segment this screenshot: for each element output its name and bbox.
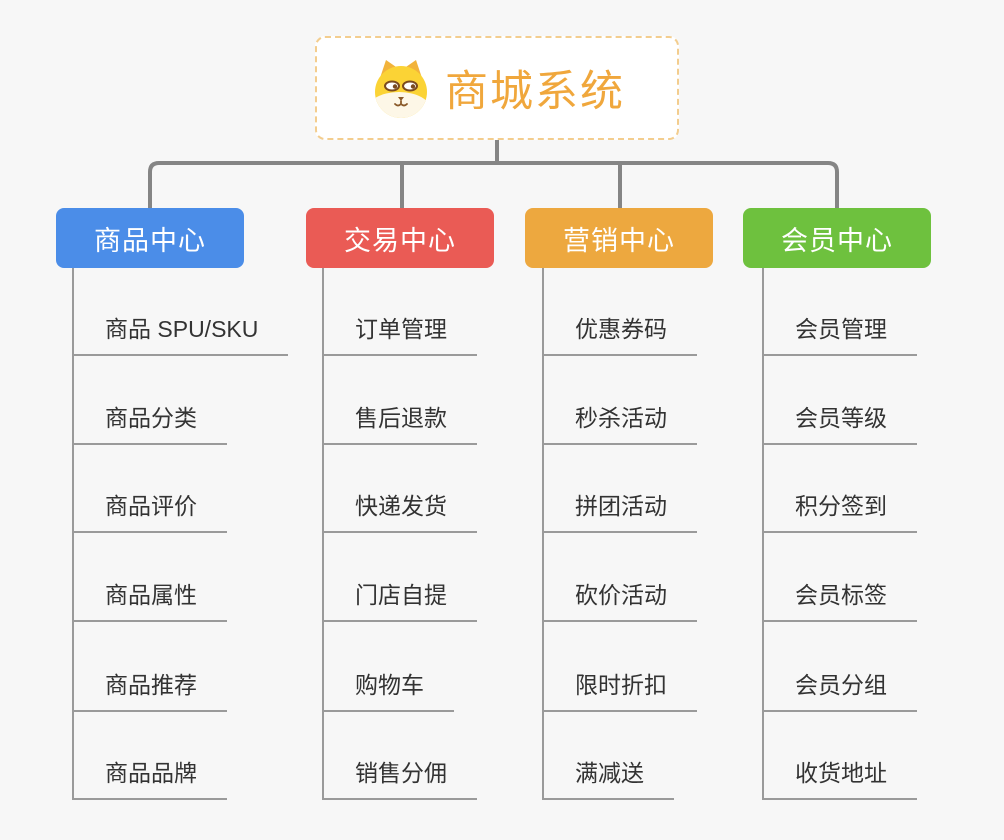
leaf-node[interactable]: 优惠券码 <box>544 314 697 356</box>
leaf-node[interactable]: 商品评价 <box>74 491 227 533</box>
leaf-node[interactable]: 会员等级 <box>764 403 917 445</box>
leaf-node[interactable]: 砍价活动 <box>544 580 697 622</box>
leaf-node[interactable]: 订单管理 <box>324 314 477 356</box>
branch-children-column: 订单管理 售后退款 快递发货 门店自提 购物车 销售分佣 <box>322 268 554 800</box>
leaf-node[interactable]: 秒杀活动 <box>544 403 697 445</box>
branch-node-product-center[interactable]: 商品中心 <box>56 208 244 268</box>
leaf-node[interactable]: 积分签到 <box>764 491 917 533</box>
root-title: 商城系统 <box>445 68 625 116</box>
branch-node-marketing-center[interactable]: 营销中心 <box>525 208 713 268</box>
root-node[interactable]: 商城系统 <box>315 36 679 140</box>
leaf-node[interactable]: 商品属性 <box>74 580 227 622</box>
branch-node-trade-center[interactable]: 交易中心 <box>306 208 494 268</box>
dog-icon <box>375 60 427 118</box>
leaf-node[interactable]: 会员分组 <box>764 670 917 712</box>
leaf-node[interactable]: 门店自提 <box>324 580 477 622</box>
leaf-node[interactable]: 限时折扣 <box>544 670 697 712</box>
branch-children-column: 优惠券码 秒杀活动 拼团活动 砍价活动 限时折扣 满减送 <box>542 268 774 800</box>
leaf-node[interactable]: 快递发货 <box>324 491 477 533</box>
leaf-node[interactable]: 商品 SPU/SKU <box>74 314 289 356</box>
leaf-node[interactable]: 满减送 <box>544 758 674 800</box>
leaf-node[interactable]: 商品品牌 <box>74 758 227 800</box>
leaf-node[interactable]: 销售分佣 <box>324 758 477 800</box>
leaf-node[interactable]: 商品推荐 <box>74 670 227 712</box>
leaf-node[interactable]: 收货地址 <box>764 758 917 800</box>
leaf-node[interactable]: 购物车 <box>324 670 454 712</box>
leaf-node[interactable]: 拼团活动 <box>544 491 697 533</box>
branch-node-member-center[interactable]: 会员中心 <box>743 208 931 268</box>
leaf-node[interactable]: 会员管理 <box>764 314 917 356</box>
leaf-node[interactable]: 商品分类 <box>74 403 227 445</box>
leaf-node[interactable]: 售后退款 <box>324 403 477 445</box>
branch-children-column: 商品 SPU/SKU 商品分类 商品评价 商品属性 商品推荐 商品品牌 <box>72 268 304 800</box>
branch-children-column: 会员管理 会员等级 积分签到 会员标签 会员分组 收货地址 <box>762 268 994 800</box>
leaf-node[interactable]: 会员标签 <box>764 580 917 622</box>
